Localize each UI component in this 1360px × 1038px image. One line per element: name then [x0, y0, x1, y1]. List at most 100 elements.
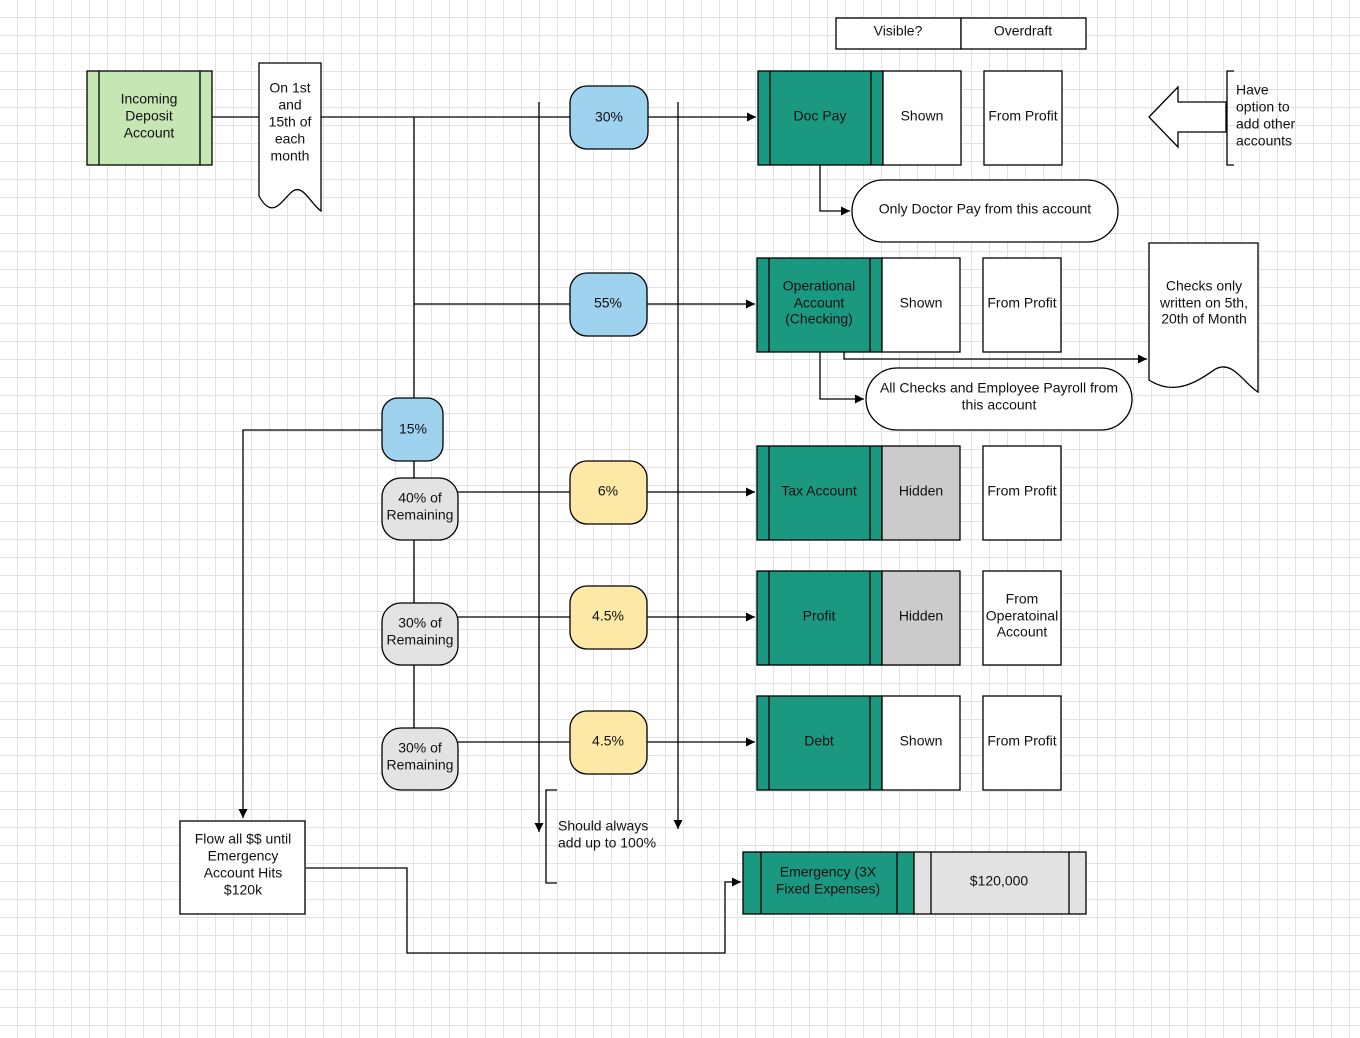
visibility-label: Hidden	[899, 608, 943, 624]
add-accounts-line: Have	[1236, 82, 1269, 98]
to-flow-note-arrow	[238, 429, 382, 818]
to-doc-pay-note-arrow	[819, 165, 850, 216]
visibility-label: Shown	[900, 733, 943, 749]
remaining-pill-line: Remaining	[387, 632, 454, 648]
flow-note-line: Emergency	[208, 848, 279, 864]
emergency-name-line: Fixed Expenses)	[776, 881, 880, 897]
to-operational-note-arrow	[819, 352, 864, 404]
visibility-label: Shown	[900, 295, 943, 311]
account-name-line: (Checking)	[785, 311, 853, 327]
incoming-label-line: Incoming	[121, 91, 178, 107]
overdraft-label-line: From Profit	[987, 733, 1056, 749]
account-box[interactable]	[756, 445, 883, 541]
remaining-pill-shape[interactable]	[381, 602, 459, 666]
percent-pill-shape[interactable]	[569, 460, 648, 525]
remaining-pill-line: Remaining	[387, 507, 454, 523]
emergency-value-box	[913, 851, 1087, 915]
account-box[interactable]	[756, 257, 883, 353]
percent-pill-shape[interactable]	[569, 585, 648, 650]
remaining-pill-line: 40% of	[398, 490, 442, 506]
incoming-label-line: Deposit	[125, 108, 173, 124]
percent-pill-label: 6%	[598, 483, 618, 499]
schedule-note-line: and	[278, 97, 301, 113]
emergency-value: $120,000	[970, 873, 1029, 889]
overdraft-cell	[982, 257, 1062, 353]
remaining-pill-shape[interactable]	[381, 727, 459, 791]
emergency-account-box[interactable]	[742, 851, 915, 915]
account-row-doc-pay[interactable]: Doc Pay Shown From Profit	[757, 70, 1063, 166]
percent-pill-emergency-split[interactable]: 15%	[381, 397, 444, 462]
remaining-pill-tax[interactable]: 40% of Remaining	[381, 477, 459, 541]
remaining-pill-debt[interactable]: 30% of Remaining	[381, 727, 459, 791]
overdraft-label-line: From Profit	[987, 295, 1056, 311]
add-accounts-line: add other	[1236, 116, 1295, 132]
checks-note-line: written on 5th,	[1159, 295, 1248, 311]
percent-pill-label: 4.5%	[592, 608, 624, 624]
visible-header-label: Visible?	[874, 23, 923, 39]
percent-pill-tax[interactable]: 6%	[569, 460, 648, 525]
percent-pill-operational[interactable]: 55%	[569, 272, 648, 337]
percent-pill-shape[interactable]	[381, 397, 444, 462]
checks-note-shape	[1148, 242, 1259, 394]
visibility-cell	[882, 70, 962, 166]
account-name-line: Account	[794, 295, 845, 311]
add-accounts-line: accounts	[1236, 133, 1292, 149]
percent-pill-doc-pay[interactable]: 30%	[569, 85, 649, 150]
sum-note: Should always add up to 100%	[545, 789, 656, 884]
checks-note-line: Checks only	[1166, 278, 1242, 294]
checks-note: Checks only written on 5th, 20th of Mont…	[1148, 242, 1259, 394]
account-name-line: Doc Pay	[794, 108, 847, 124]
emergency-name-line: Emergency (3X	[780, 864, 877, 880]
percent-pill-profit[interactable]: 4.5%	[569, 585, 648, 650]
schedule-note-line: 15th of	[269, 114, 312, 130]
add-accounts-note: Have option to add other accounts	[1148, 70, 1295, 166]
add-accounts-bracket	[1226, 70, 1234, 166]
account-row-debt[interactable]: Debt Shown From Profit	[756, 695, 1062, 791]
left-arrow-icon	[1148, 85, 1227, 149]
percent-pill-shape[interactable]	[569, 272, 648, 337]
flow-note: Flow all $$ until Emergency Account Hits…	[179, 820, 306, 915]
flow-note-line: Account Hits	[204, 865, 283, 881]
operational-note-text: All Checks and Employee Payroll from	[880, 380, 1118, 396]
percent-pill-shape[interactable]	[569, 710, 648, 775]
sum-note-line: Should always	[558, 818, 648, 834]
account-box[interactable]	[756, 570, 883, 666]
overdraft-label-line: Account	[997, 624, 1048, 640]
emergency-account[interactable]: Emergency (3X Fixed Expenses) $120,000	[742, 851, 1087, 915]
schedule-note-line: each	[275, 131, 305, 147]
operational-note-shape	[865, 367, 1133, 431]
percent-pill-shape[interactable]	[569, 85, 649, 150]
account-row-tax[interactable]: Tax Account Hidden From Profit	[756, 445, 1062, 541]
schedule-note-line: month	[271, 148, 310, 164]
overdraft-label-line: From Profit	[988, 108, 1057, 124]
sum-note-bracket	[545, 789, 557, 884]
remaining-pill-profit[interactable]: 30% of Remaining	[381, 602, 459, 666]
remaining-pill-shape[interactable]	[381, 477, 459, 541]
account-name-line: Operational	[783, 278, 855, 294]
account-name-line: Debt	[804, 733, 834, 749]
account-name-line: Tax Account	[781, 483, 857, 499]
account-row-profit[interactable]: Profit Hidden From Operatoinal Account	[756, 570, 1062, 666]
flow-note-box	[179, 820, 306, 915]
schedule-note-line: On 1st	[269, 80, 310, 96]
account-row-operational[interactable]: Operational Account (Checking) Shown Fro…	[756, 257, 1062, 353]
account-box[interactable]	[756, 695, 883, 791]
connector-lines	[212, 102, 1147, 954]
visible-header-cell	[835, 17, 962, 50]
to-emergency-arrow	[306, 867, 741, 954]
overdraft-header-label: Overdraft	[994, 23, 1052, 39]
percent-pill-label: 15%	[399, 421, 427, 437]
visibility-label: Hidden	[899, 483, 943, 499]
add-accounts-line: option to	[1236, 99, 1290, 115]
percent-pill-debt[interactable]: 4.5%	[569, 710, 648, 775]
schedule-note-shape	[258, 62, 322, 213]
overdraft-header-cell	[960, 17, 1087, 50]
percent-pill-label: 4.5%	[592, 733, 624, 749]
percent-pill-label: 30%	[595, 109, 623, 125]
visibility-cell	[881, 695, 961, 791]
overdraft-cell	[982, 445, 1062, 541]
incoming-deposit-account[interactable]: Incoming Deposit Account	[86, 70, 213, 166]
doc-pay-note: Only Doctor Pay from this account	[851, 179, 1119, 243]
remaining-pill-line: 30% of	[398, 740, 442, 756]
incoming-account-box[interactable]	[86, 70, 213, 166]
